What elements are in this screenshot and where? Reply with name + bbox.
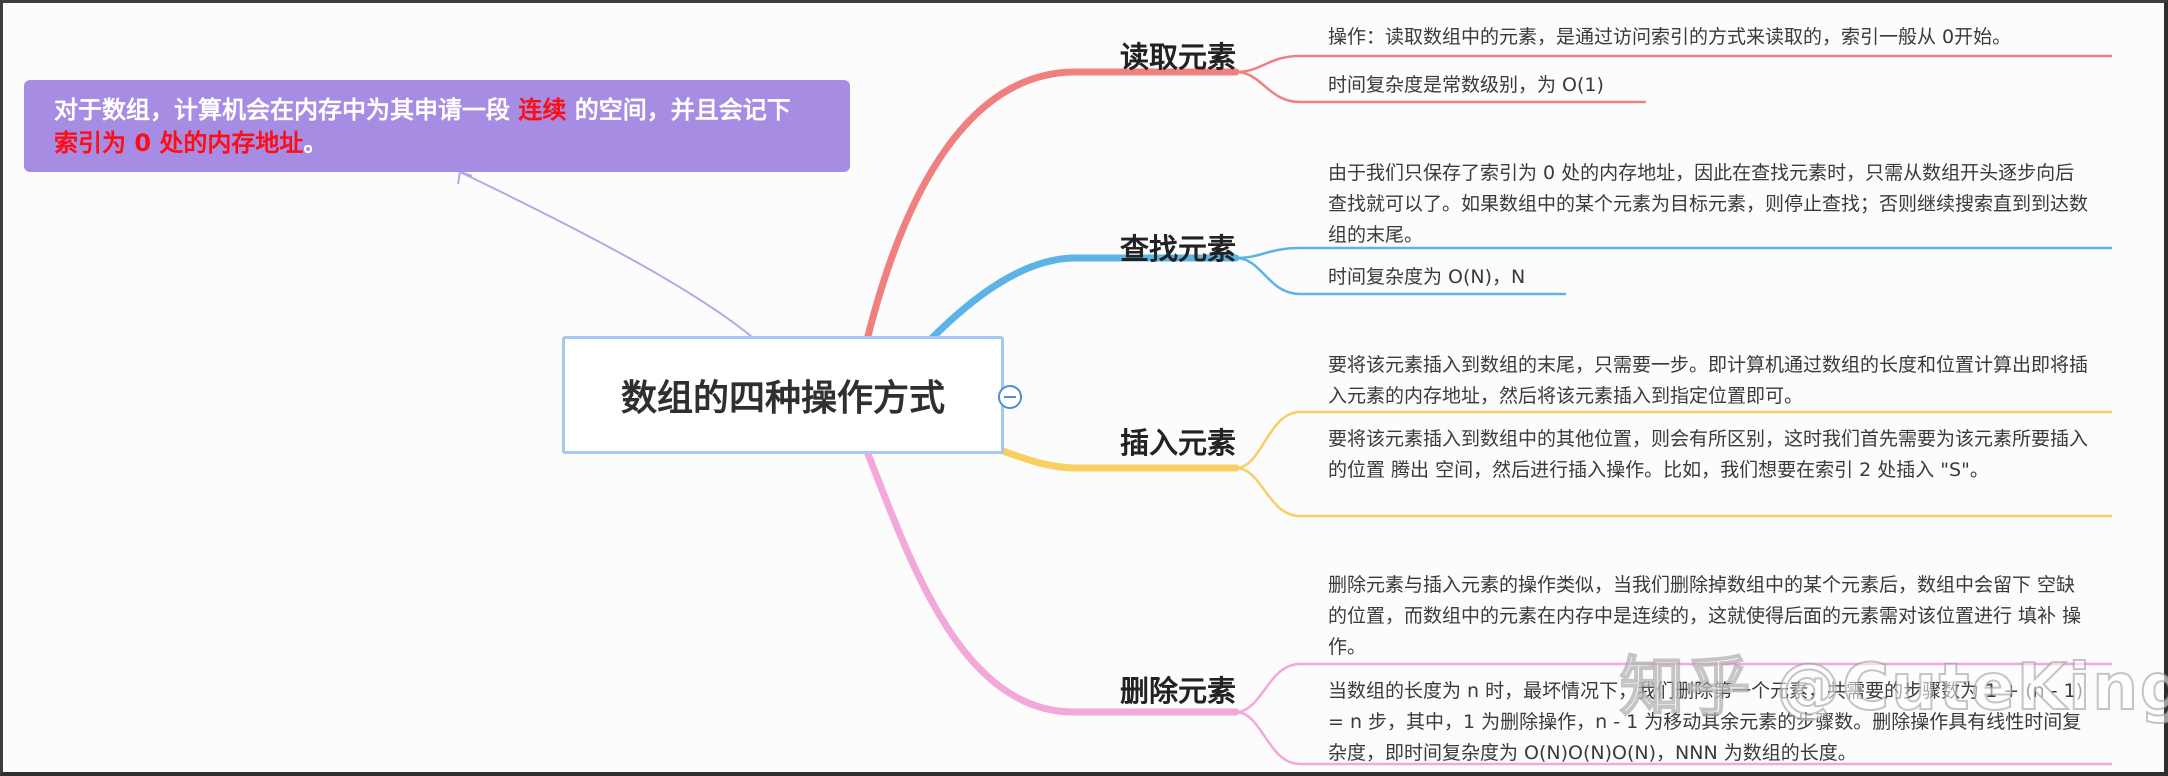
leaf-line-read-1 — [1235, 54, 2112, 74]
callout-text-3: 。 — [303, 129, 328, 157]
leaf-line-insert-1 — [1235, 410, 2112, 470]
leaf-find-complexity[interactable]: 时间复杂度为 O(N)，N — [1328, 266, 1526, 288]
leaf-read-operation[interactable]: 操作：读取数组中的元素，是通过访问索引的方式来读取的，索引一般从 0开始。 — [1328, 26, 2012, 48]
callout-connector — [459, 171, 761, 345]
trunk-read — [864, 68, 1240, 340]
branch-find[interactable]: 查找元素 — [1120, 232, 1237, 266]
leaf-line-find-2 — [1235, 256, 1566, 296]
leaf-insert-middle[interactable]: 要将该元素插入到数组中的其他位置，则会有所区别，这时我们首先需要为该元素所要插入… — [1328, 428, 2089, 481]
callout-text: 对于数组，计算机会在内存中为其申请一段 — [54, 96, 519, 124]
branch-delete[interactable]: 删除元素 — [1120, 674, 1237, 708]
leaf-read-complexity[interactable]: 时间复杂度是常数级别，为 O(1) — [1328, 74, 1604, 96]
callout-text-2: 的空间，并且会记下 — [566, 96, 791, 124]
branch-insert[interactable]: 插入元素 — [1120, 426, 1237, 460]
leaf-find-description[interactable]: 由于我们只保存了索引为 0 处的内存地址，因此在查找元素时，只需从数组开头逐步向… — [1328, 162, 2089, 246]
leaf-line-delete-2 — [1235, 710, 2112, 766]
leaf-line-read-2 — [1235, 70, 1646, 104]
leaf-insert-end[interactable]: 要将该元素插入到数组的末尾，只需要一步。即计算机通过数组的长度和位置计算出即将插… — [1328, 354, 2089, 407]
leaf-delete-complexity[interactable]: 当数组的长度为 n 时，最坏情况下，我们删除第一个元素，共需要的步骤数为 1 +… — [1328, 680, 2090, 764]
callout-arrowhead — [457, 170, 473, 185]
leaf-delete-description[interactable]: 删除元素与插入元素的操作类似，当我们删除掉数组中的某个元素后，数组中会留下 空缺… — [1328, 574, 2082, 658]
trunk-find — [926, 254, 1240, 344]
leaf-line-delete-1 — [1235, 662, 2112, 714]
trunk-delete — [864, 450, 1240, 716]
collapse-toggle-icon[interactable] — [998, 385, 1022, 409]
callout-highlight-contiguous: 连续 — [518, 96, 567, 124]
watermark-text: 知乎 @CuteKing — [1619, 650, 2168, 726]
branch-read[interactable]: 读取元素 — [1120, 40, 1237, 74]
callout-highlight-address: 索引为 0 处的内存地址 — [54, 129, 304, 157]
central-topic-label: 数组的四种操作方式 — [620, 378, 945, 419]
callout-note[interactable]: 对于数组，计算机会在内存中为其申请一段 连续 的空间，并且会记下索引为 0 处的… — [24, 80, 850, 172]
central-topic[interactable]: 数组的四种操作方式 — [562, 336, 1004, 454]
leaf-line-find-1 — [1235, 246, 2112, 260]
leaf-line-insert-2 — [1235, 466, 2112, 518]
